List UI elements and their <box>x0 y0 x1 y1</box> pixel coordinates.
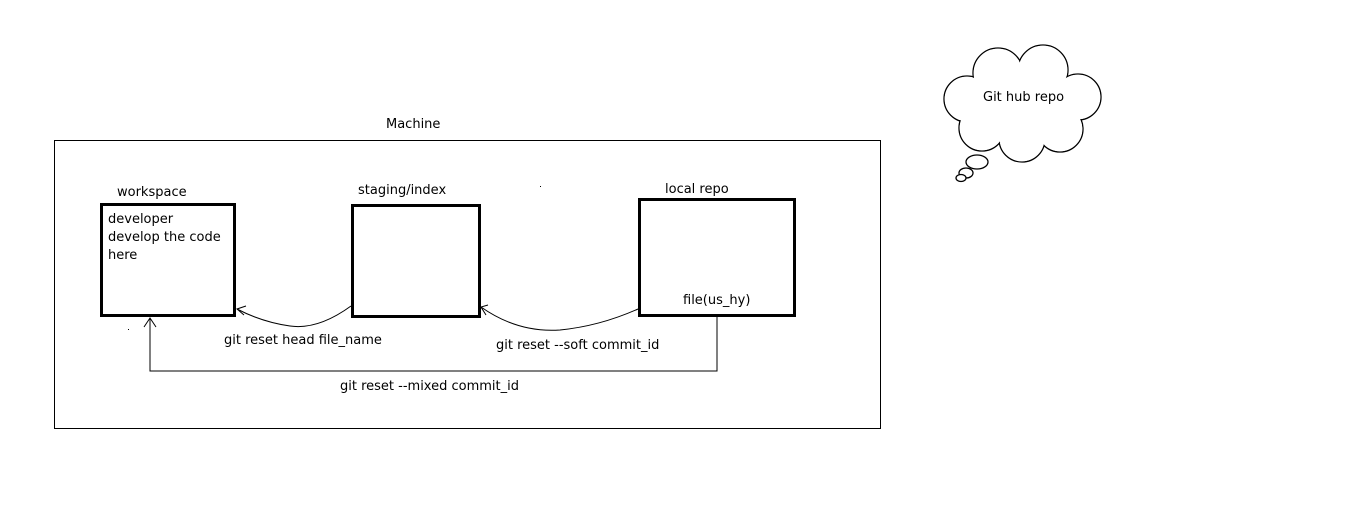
local-repo-title: local repo <box>665 182 729 197</box>
arrow-reset-head <box>236 305 352 328</box>
staging-title: staging/index <box>358 183 447 198</box>
staging-box <box>351 204 481 318</box>
local-repo-box <box>638 198 796 317</box>
reset-head-label: git reset head file_name <box>224 333 382 348</box>
cloud-tail-bubbles <box>955 154 989 183</box>
local-repo-file-label: file(us_hy) <box>683 293 751 308</box>
arrow-reset-soft-tip <box>480 304 489 316</box>
arrow-reset-soft <box>480 306 639 331</box>
workspace-box <box>100 203 236 317</box>
arrow-reset-head-tip <box>236 305 247 316</box>
arrow-reset-mixed-tip <box>143 317 157 328</box>
workspace-desc-line-2: develop the code <box>108 230 221 245</box>
reset-soft-label: git reset --soft commit_id <box>496 338 660 353</box>
workspace-desc-line-3: here <box>108 248 138 263</box>
speck-1 <box>128 329 129 330</box>
workspace-desc-line-1: developer <box>108 212 174 227</box>
speck-2 <box>540 186 541 187</box>
machine-title: Machine <box>386 117 441 132</box>
arrow-reset-mixed <box>149 317 718 372</box>
workspace-title: workspace <box>117 185 187 200</box>
machine-frame <box>54 140 881 429</box>
cloud-label: Git hub repo <box>983 90 1065 105</box>
reset-mixed-label: git reset --mixed commit_id <box>340 379 519 394</box>
